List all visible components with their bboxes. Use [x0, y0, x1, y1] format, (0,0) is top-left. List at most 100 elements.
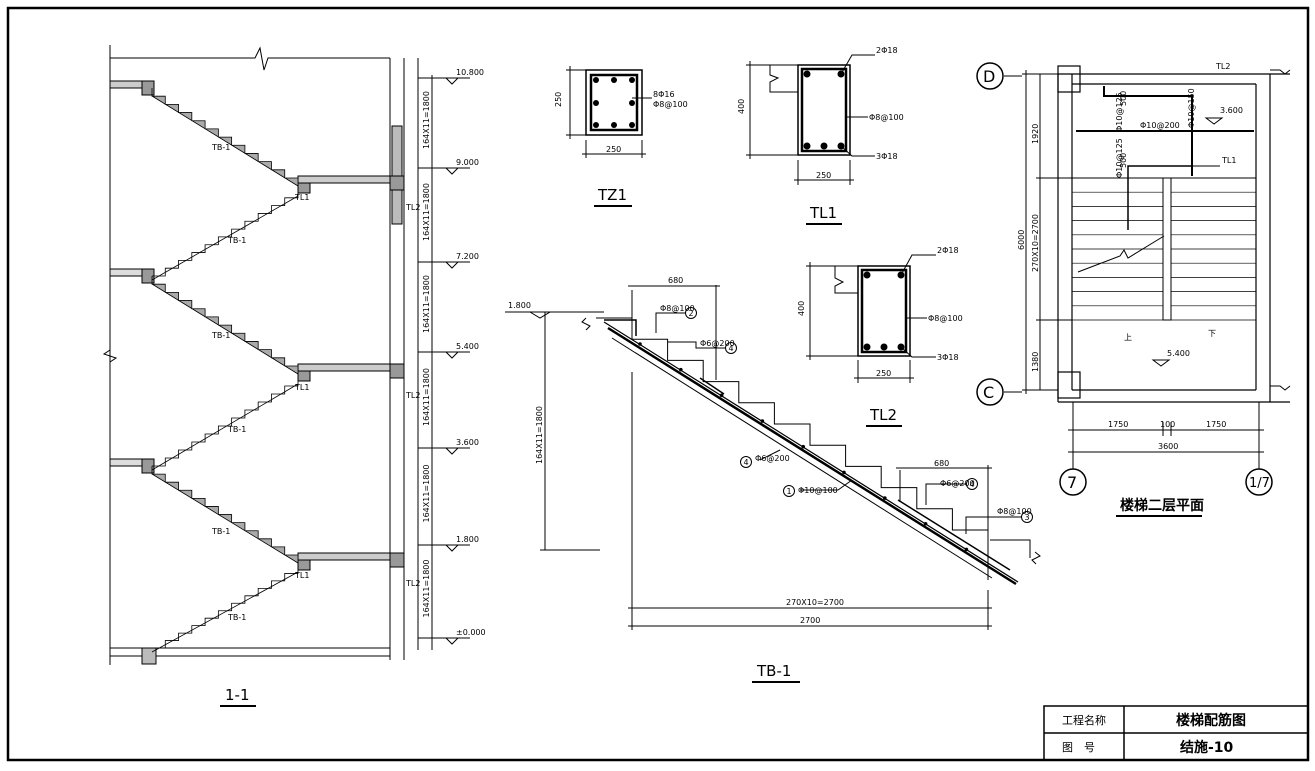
bar-tag-number: 2: [689, 309, 694, 318]
bar-tag-circle: [1021, 511, 1033, 523]
tl2-stirrup: Φ8@100: [928, 314, 963, 323]
plan-bar-d: Φ10@125: [1115, 138, 1124, 178]
axis-bubble-c: [976, 378, 1004, 406]
flight-down: [151, 276, 299, 375]
tl1-label: TL1: [294, 193, 309, 202]
plan-total-v: 6000: [1017, 230, 1026, 250]
tl1-stirrup: Φ8@100: [869, 113, 904, 122]
tl-stub: [141, 647, 157, 665]
plan-level-bottom: 5.400: [1167, 349, 1190, 358]
section-title: 1-1: [225, 686, 250, 704]
sheet-border: [6, 6, 1310, 762]
flight-dim-label: 164X11=1800: [422, 91, 431, 149]
tb1-level-mark: [528, 311, 552, 319]
bar-tag-text: Φ8@100: [660, 304, 695, 313]
plan-beam-tl1: TL1: [1221, 156, 1236, 165]
bar-tag-text: Φ6@200: [700, 339, 735, 348]
title-block-drawing-number: 结施-10: [1180, 739, 1234, 756]
tb1-title: TB-1: [756, 662, 791, 680]
axis-c-label: C: [983, 383, 994, 402]
flight-dim-label: 164X11=1800: [422, 465, 431, 523]
tz1-width: 250: [606, 145, 621, 154]
axis-7-label: 7: [1067, 473, 1077, 492]
tl1-height: 400: [737, 99, 746, 114]
section-levels: 10.800 164X11=1800 9.000 164X11=1800 7.200 16…: [417, 58, 486, 650]
level-label: 1.800: [456, 535, 479, 544]
tb1-run-dim: 270X10=2700: [786, 598, 844, 607]
level-label: 10.800: [456, 68, 484, 77]
bar-tag-number: 4: [744, 458, 749, 467]
title-block-number-label: 图 号: [1062, 741, 1095, 754]
plan-dim-h-1: 1750: [1108, 420, 1128, 429]
bar-tag-number: 4: [970, 480, 975, 489]
bar-tag-circle: [740, 456, 752, 468]
tl1-top-bars: 2Φ18: [876, 46, 898, 55]
flight-label: TB-1: [227, 425, 246, 434]
plan-dim-v-2: 270X10=2700: [1031, 214, 1040, 272]
plan-beam-tl2: TL2: [1215, 62, 1230, 71]
tz1-stirrup: Φ8@100: [653, 100, 688, 109]
flight-up: [152, 566, 299, 649]
bar-tag-number: 4: [729, 344, 734, 353]
level-label: 7.200: [456, 252, 479, 261]
tb1-detail: [505, 285, 1041, 630]
tl2-bottom-bars: 3Φ18: [937, 353, 959, 362]
flight-label: TB-1: [227, 236, 246, 245]
tz1-height: 250: [554, 92, 563, 107]
flight-up: [152, 190, 299, 277]
plan-bar-a: Φ10@125: [1115, 92, 1124, 132]
flight-down: [151, 88, 299, 187]
tl1-width: 250: [816, 171, 831, 180]
tl2-height: 400: [797, 301, 806, 316]
axis-bubble-1-7: [1245, 468, 1273, 496]
tl2-section: [806, 254, 936, 383]
plan-down: 下: [1208, 329, 1216, 338]
tl1-label: TL1: [294, 383, 309, 392]
bar-tag-circle: [685, 307, 697, 319]
plan-dim-b: 500: [1119, 153, 1128, 168]
tl2-width: 250: [876, 369, 891, 378]
tl1-section: [746, 54, 875, 185]
tb1-rebar-dots: [638, 342, 969, 552]
bar-tag-circle: [725, 342, 737, 354]
section-1-1: [102, 45, 405, 665]
bar-tag-circle: [783, 485, 795, 497]
level-label: 9.000: [456, 158, 479, 167]
flight-dim-label: 164X11=1800: [422, 183, 431, 241]
flight-label: TB-1: [211, 331, 230, 340]
bar-tag-text: Φ10@100: [798, 486, 838, 495]
tz1-title: TZ1: [597, 186, 627, 204]
tl2-label: TL2: [405, 579, 420, 588]
tb1-bottom-len: 680: [934, 459, 949, 468]
bar-tag-circle: [966, 478, 978, 490]
bar-tag-number: 1: [787, 487, 792, 496]
flight-down: [151, 466, 299, 564]
plan-dim-a: 500: [1119, 91, 1128, 106]
plan-up: 上: [1124, 333, 1132, 342]
tb1-level: 1.800: [508, 301, 531, 310]
plan-title: 楼梯二层平面: [1120, 497, 1204, 514]
axis-bubble-7: [1059, 468, 1087, 496]
plan-level-top: 3.600: [1220, 106, 1243, 115]
tl1-title: TL1: [809, 204, 837, 222]
axis-bubble-d: [976, 62, 1004, 90]
bar-tag-text: Φ6@200: [940, 479, 975, 488]
level-label: ±0.000: [456, 628, 486, 637]
stair-plan: [1004, 65, 1291, 470]
tl2-label: TL2: [405, 203, 420, 212]
plan-dim-v-1: 1920: [1031, 124, 1040, 144]
bar-tag-number: 3: [1025, 513, 1030, 522]
tz1-main-rebar: 8Φ16: [653, 90, 675, 99]
tb1-top-len: 680: [668, 276, 683, 285]
level-label: 3.600: [456, 438, 479, 447]
flight-label: TB-1: [211, 143, 230, 152]
tl1-bottom-bars: 3Φ18: [876, 152, 898, 161]
flight-dim-label: 164X11=1800: [422, 368, 431, 426]
tb1-total-dim: 2700: [800, 616, 820, 625]
level-label: 5.400: [456, 342, 479, 351]
tl1-label: TL1: [294, 571, 309, 580]
tl2-top-bars: 2Φ18: [937, 246, 959, 255]
tl2-label: TL2: [405, 391, 420, 400]
